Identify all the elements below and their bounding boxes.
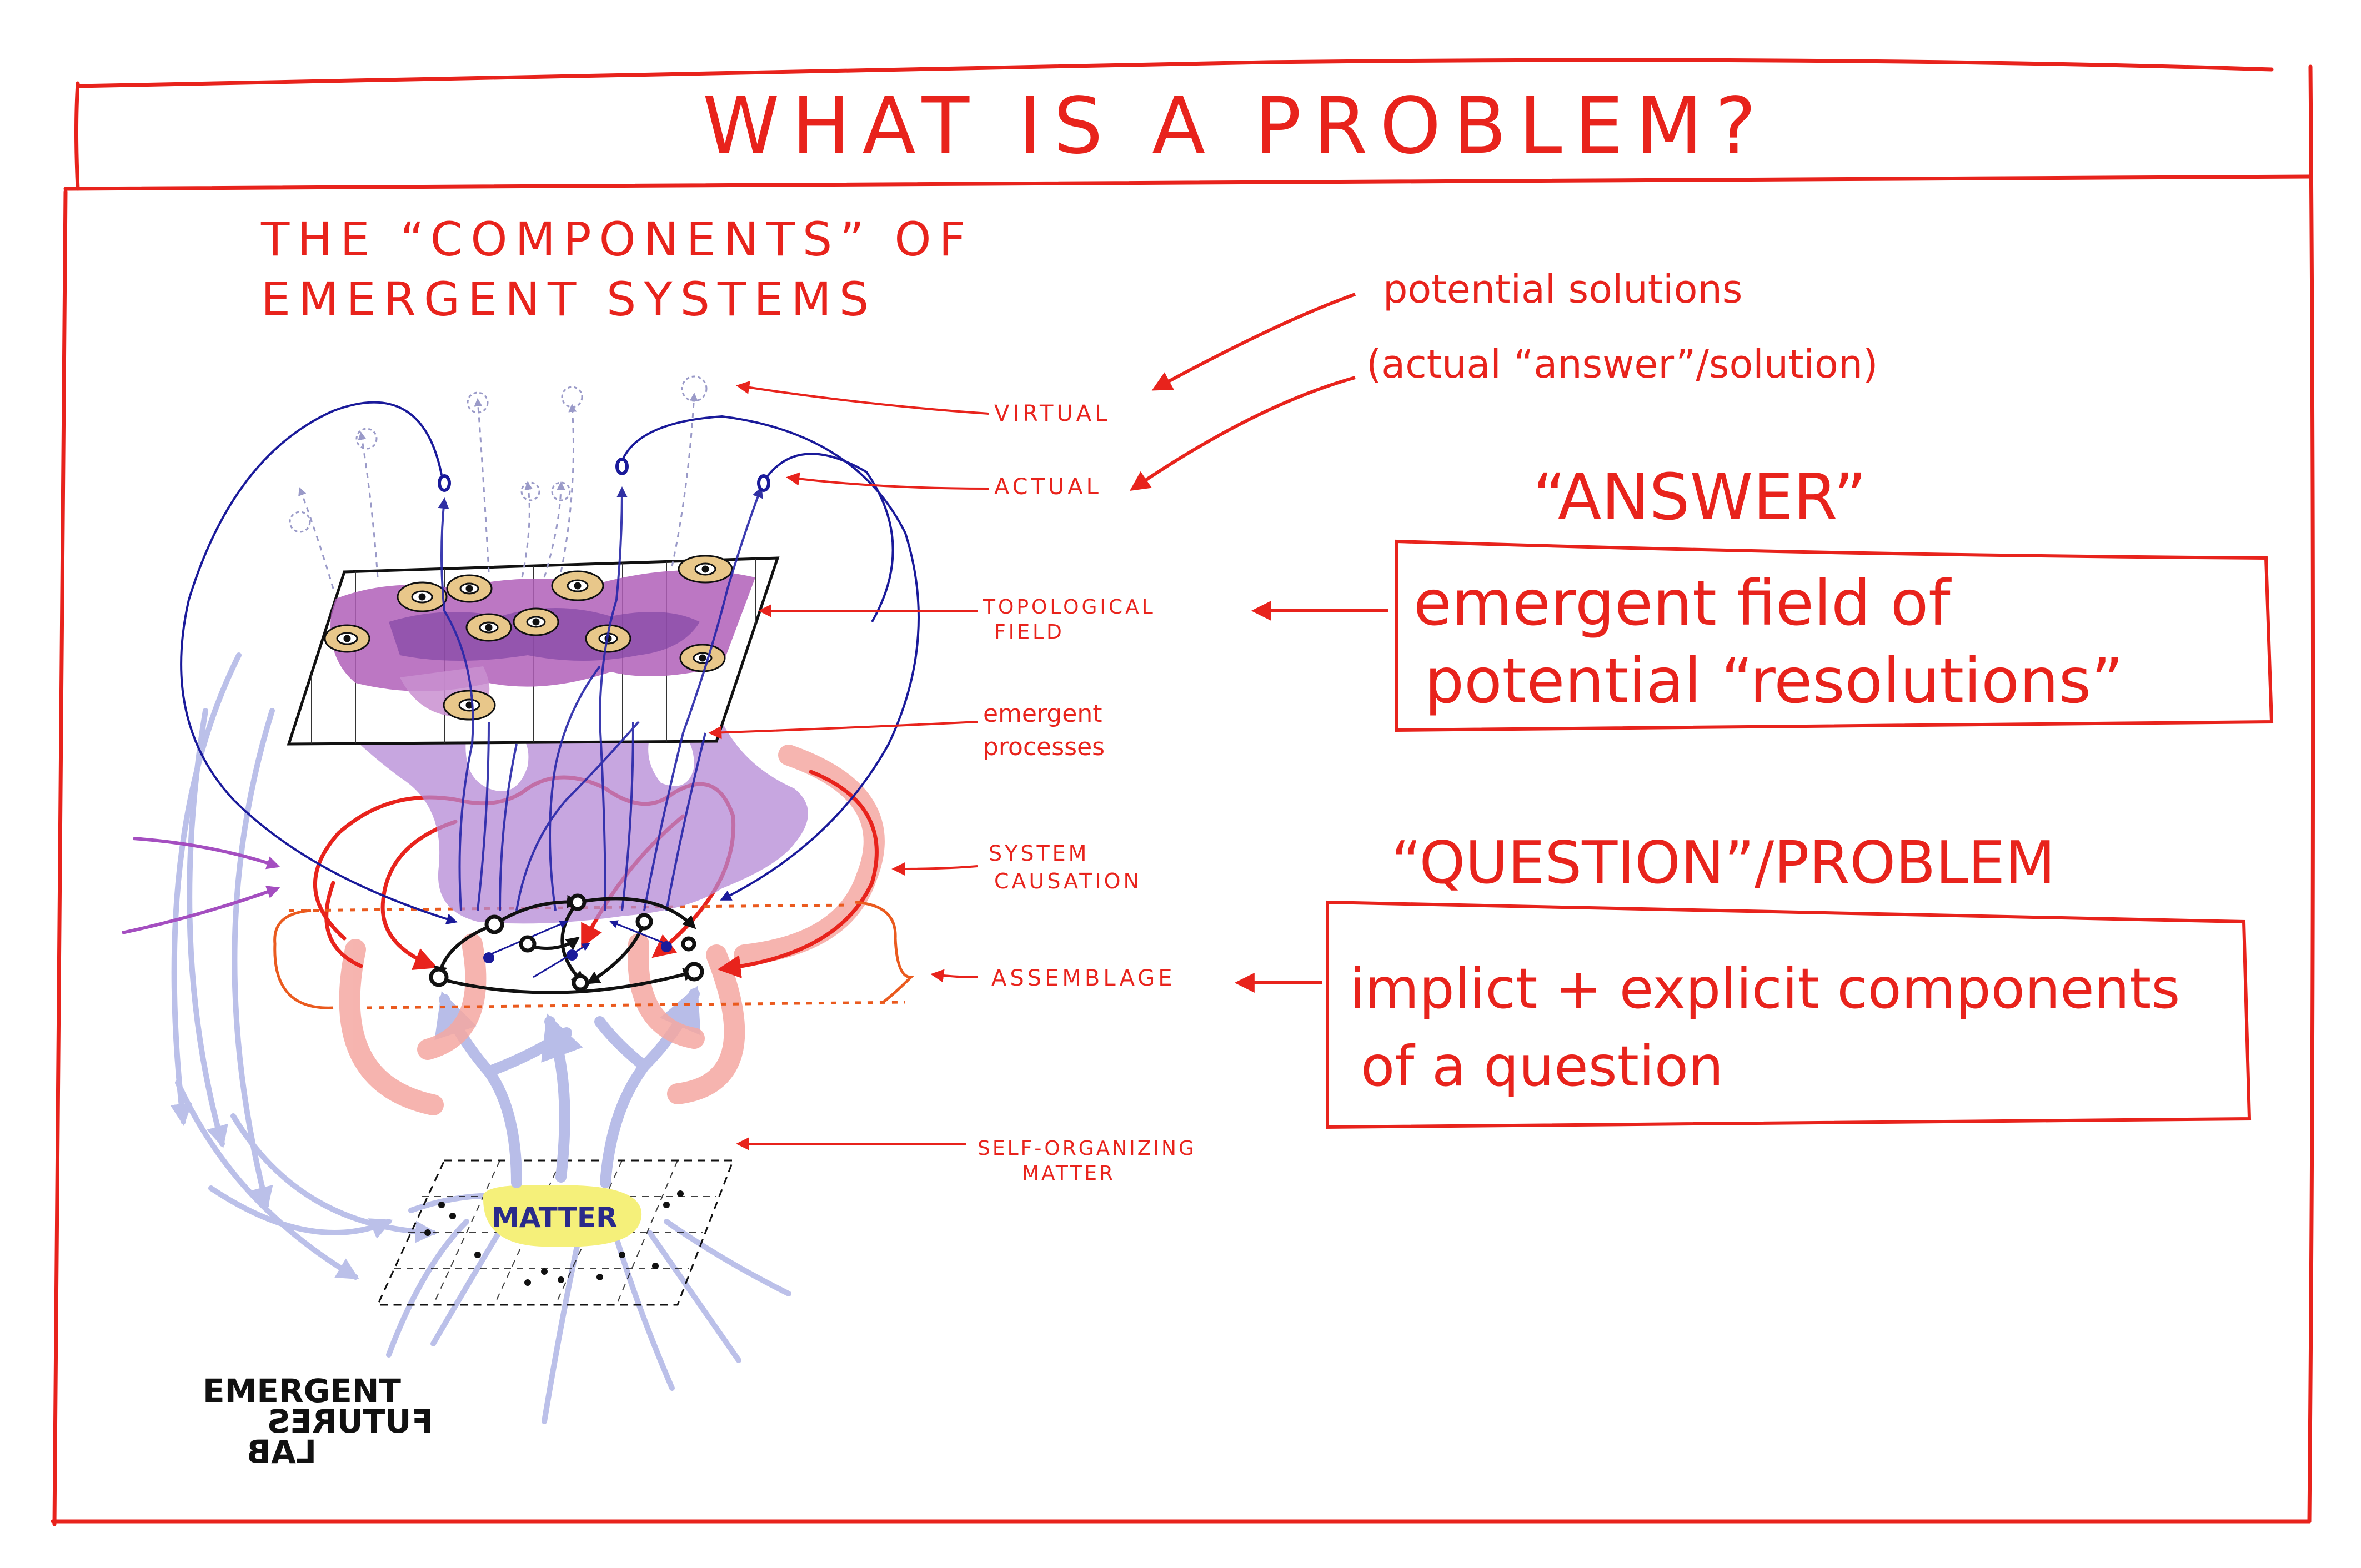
- layer-label-arrows: [708, 381, 989, 1150]
- question-line-2: of a question: [1361, 1034, 1723, 1099]
- label-emergent-1: emergent: [983, 700, 1102, 728]
- note-potential-solutions: potential solutions: [1383, 267, 1742, 312]
- matter-flows: [170, 652, 791, 1424]
- subtitle-line-2: EMERGENT SYSTEMS: [261, 272, 876, 326]
- matter-field: MATTER: [376, 1159, 735, 1306]
- answer-line-2: potential “resolutions”: [1425, 645, 2123, 717]
- matter-label: MATTER: [492, 1202, 618, 1234]
- answer-box: [1395, 539, 2274, 732]
- answer-section: “ANSWER” emergent field of potential “re…: [1251, 460, 2274, 732]
- logo-line-2: FUTURES: [267, 1403, 433, 1440]
- label-emergent-2: processes: [983, 733, 1105, 761]
- virtual-nodes: [289, 375, 708, 533]
- virtual-arrows: [298, 393, 698, 589]
- logo-line-1: EMERGENT: [203, 1372, 401, 1410]
- note-actual-answer: (actual “answer”/solution): [1366, 341, 1878, 387]
- label-selforg-1: SELF-ORGANIZING: [978, 1137, 1196, 1160]
- label-actual: ACTUAL: [994, 474, 1102, 500]
- assemblage-network: [429, 893, 704, 994]
- logo-line-3: LAB: [247, 1433, 317, 1471]
- purple-inputs: [122, 837, 280, 934]
- question-heading: “QUESTION”/PROBLEM: [1391, 829, 2056, 897]
- solution-notes: potential solutions (actual “answer”/sol…: [1130, 267, 1878, 491]
- efl-logo: EMERGENT FUTURES LAB: [203, 1372, 433, 1471]
- label-assemblage: ASSEMBLAGE: [991, 966, 1176, 991]
- label-topological-1: TOPOLOGICAL: [983, 596, 1156, 619]
- actual-nodes: [438, 458, 770, 492]
- subtitle: THE “COMPONENTS” OF EMERGENT SYSTEMS: [260, 212, 974, 326]
- label-system-2: CAUSATION: [994, 869, 1142, 893]
- page-title: WHAT IS A PROBLEM?: [703, 81, 1768, 172]
- blue-streamlines: [438, 486, 763, 911]
- topological-field: [287, 555, 780, 746]
- subtitle-line-1: THE “COMPONENTS” OF: [260, 212, 974, 267]
- label-selforg-2: MATTER: [1022, 1162, 1115, 1185]
- answer-line-1: emergent field of: [1413, 567, 1952, 640]
- blue-outer-loops: [180, 401, 920, 924]
- question-line-1: implict + explicit components: [1350, 956, 2180, 1021]
- causation-loops-pale: [339, 745, 885, 1115]
- assemblage-bracket: [273, 901, 915, 1009]
- question-box: [1326, 900, 2252, 1129]
- label-topological-2: FIELD: [994, 621, 1065, 644]
- question-section: “QUESTION”/PROBLEM implict + explicit co…: [1234, 829, 2252, 1129]
- label-virtual: VIRTUAL: [994, 401, 1110, 426]
- answer-heading: “ANSWER”: [1533, 460, 1867, 535]
- label-system-1: SYSTEM: [989, 841, 1089, 866]
- layer-labels: VIRTUAL ACTUAL TOPOLOGICAL FIELD emergen…: [978, 401, 1196, 1185]
- attractor-nodes: [324, 555, 733, 721]
